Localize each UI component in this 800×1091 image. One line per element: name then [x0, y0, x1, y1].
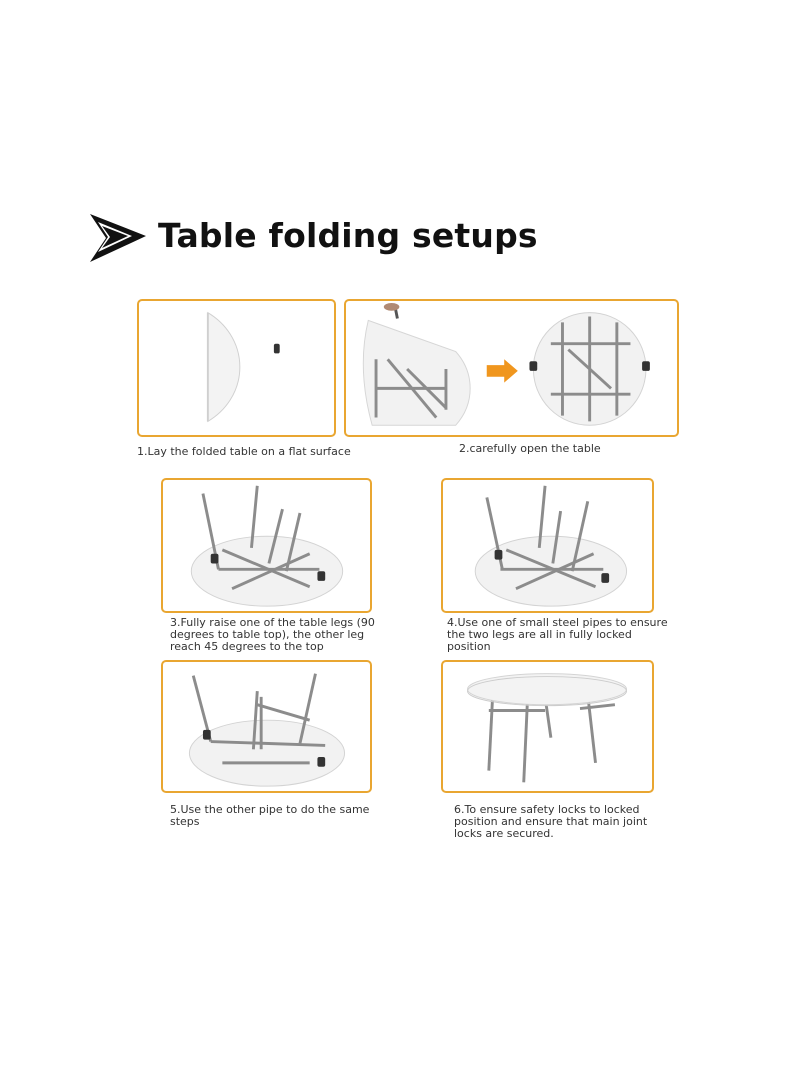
step-2-caption: 2.carefully open the table: [459, 442, 601, 455]
step-2-image: [344, 299, 679, 437]
page-title: Table folding setups: [158, 216, 538, 255]
locking-legs-illustration: [474, 485, 628, 607]
raising-legs-illustration: [190, 485, 344, 607]
step-4-caption: 4.Use one of small steel pipes to ensure…: [447, 616, 668, 653]
step-1-image: [137, 299, 336, 437]
step-3-image: [161, 478, 372, 613]
step-5-caption: 5.Use the other pipe to do the same step…: [170, 803, 370, 828]
folded-table-illustration: [206, 311, 280, 423]
opening-table-illustration: [362, 302, 650, 426]
step-6-caption: 6.To ensure safety locks to locked posit…: [454, 803, 648, 840]
step-6-image: [441, 660, 654, 793]
assembled-table-illustration: [466, 673, 628, 783]
step-5-image: [161, 660, 372, 793]
step-1-caption: 1.Lay the folded table on a flat surface: [137, 445, 351, 458]
step-3-caption: 3.Fully raise one of the table legs (90 …: [170, 616, 375, 653]
right-arrow-icon: [486, 359, 518, 383]
second-pipe-illustration: [188, 673, 346, 787]
double-chevron-arrow-icon: [90, 214, 146, 262]
handle-icon: [273, 343, 280, 354]
step-4-image: [441, 478, 654, 613]
header: Table folding setups: [88, 212, 608, 268]
